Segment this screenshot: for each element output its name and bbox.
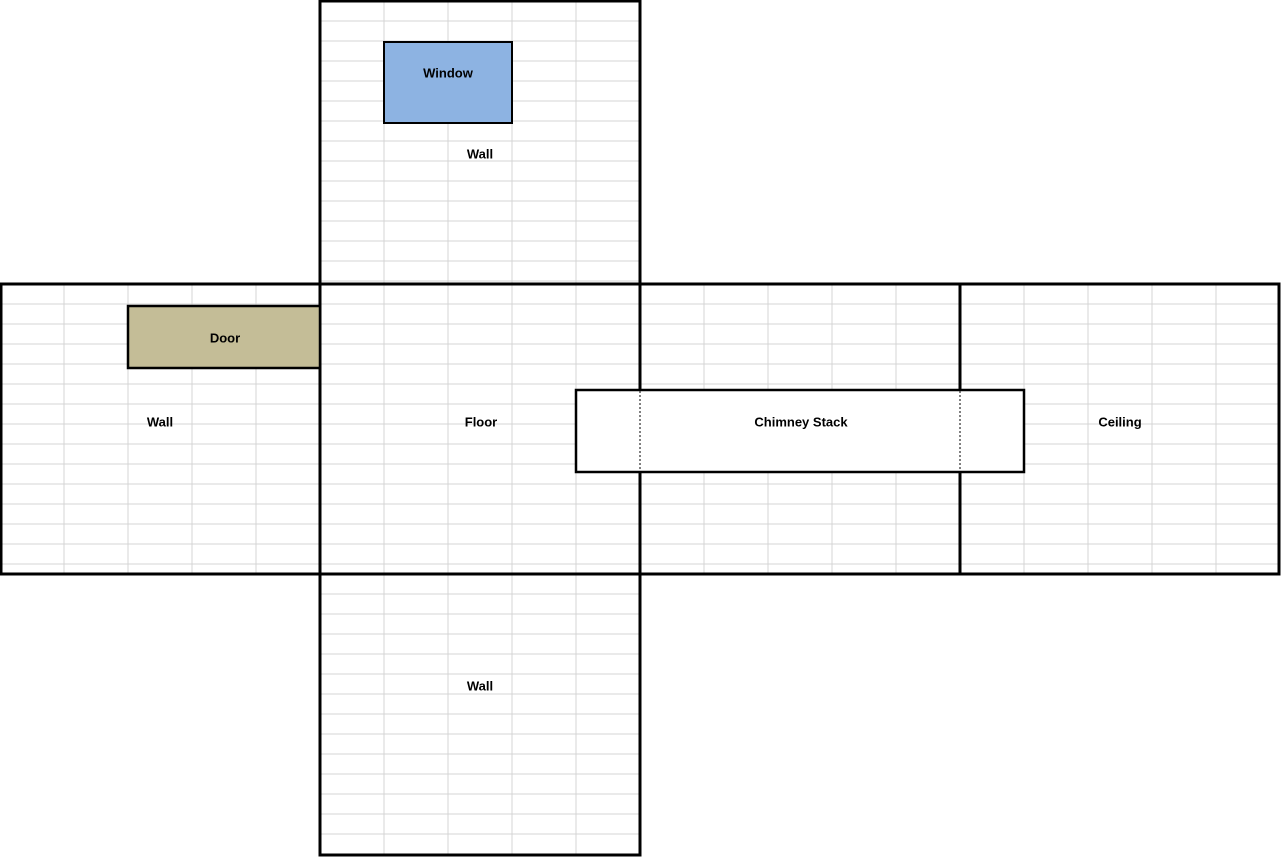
chimney-stack-label: Chimney Stack bbox=[754, 414, 848, 429]
window-label: Window bbox=[423, 65, 474, 80]
window-shape bbox=[383, 41, 513, 124]
ceiling-label: Ceiling bbox=[1098, 414, 1141, 429]
bottom-wall-face bbox=[318, 572, 642, 857]
door-shape bbox=[126, 304, 322, 370]
bottom-wall-label: Wall bbox=[467, 678, 493, 693]
door-label: Door bbox=[210, 330, 240, 345]
left-wall-label: Wall bbox=[147, 414, 173, 429]
chimney-stack-shape bbox=[574, 388, 1026, 474]
top-wall-label: Wall bbox=[467, 146, 493, 161]
floor-label: Floor bbox=[465, 414, 498, 429]
